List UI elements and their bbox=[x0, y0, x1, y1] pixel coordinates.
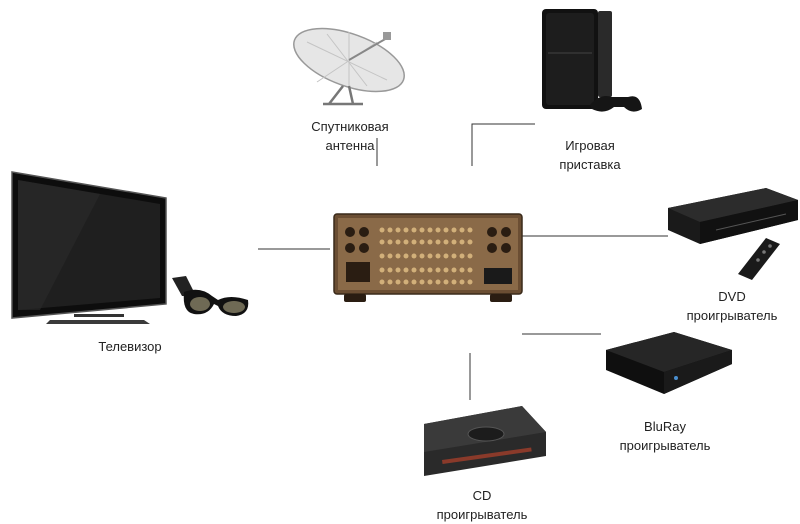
console-label: Игровая приставка bbox=[540, 136, 640, 174]
av-receiver-icon bbox=[333, 213, 523, 302]
satellite-dish-icon bbox=[293, 27, 405, 106]
cd-player-icon bbox=[424, 406, 546, 476]
tv-icon bbox=[11, 171, 167, 324]
tv-label: Телевизор bbox=[98, 339, 162, 354]
bluray-player-icon bbox=[606, 332, 732, 394]
dvd-label-line1: DVD bbox=[718, 289, 746, 304]
3d-glasses-icon bbox=[172, 276, 249, 316]
game-console-icon bbox=[542, 9, 642, 112]
remote-control-icon bbox=[738, 238, 780, 280]
console-label-line1: Игровая bbox=[565, 138, 615, 153]
dvd-label: DVD проигрыватель bbox=[680, 287, 784, 325]
dvd-player-icon bbox=[668, 188, 798, 244]
console-label-line2: приставка bbox=[559, 157, 621, 172]
satellite-label: Спутниковая антенна bbox=[298, 117, 402, 155]
bluray-label-line1: BluRay bbox=[644, 419, 686, 434]
cd-label: CD проигрыватель bbox=[430, 486, 534, 524]
line-to-console bbox=[471, 123, 535, 166]
satellite-label-line1: Спутниковая bbox=[311, 119, 389, 134]
cd-label-line2: проигрыватель bbox=[436, 507, 528, 522]
bluray-label: BluRay проигрыватель bbox=[610, 417, 720, 455]
satellite-label-line2: антенна bbox=[325, 138, 375, 153]
bluray-label-line2: проигрыватель bbox=[619, 438, 711, 453]
dvd-label-line2: проигрыватель bbox=[686, 308, 778, 323]
cd-label-line1: CD bbox=[472, 488, 492, 503]
